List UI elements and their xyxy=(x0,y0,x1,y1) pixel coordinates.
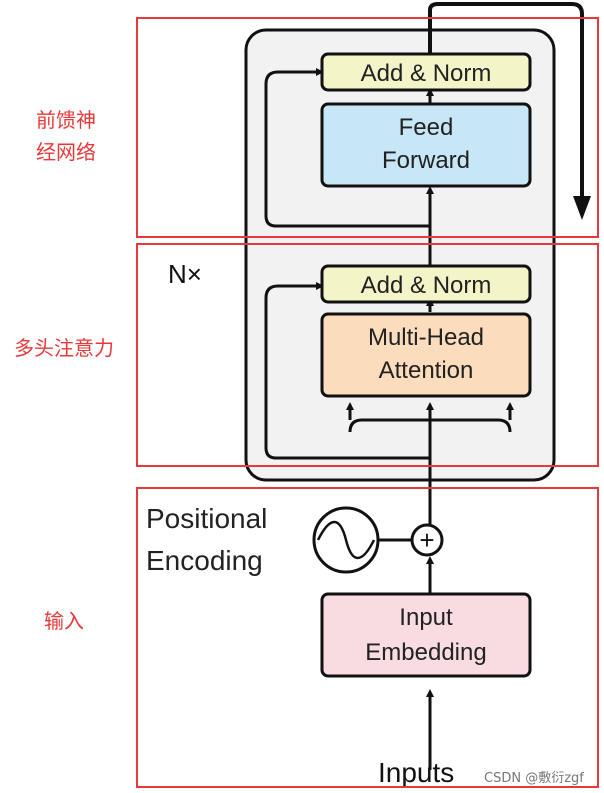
add-norm-top-box xyxy=(320,52,532,92)
multi-head-attention-text-line2: Attention xyxy=(379,357,474,384)
positional-encoding-label-line2: Encoding xyxy=(146,545,263,576)
multi-head-attention-text-line1: Multi-Head xyxy=(368,324,484,351)
add-norm-top-text: Add & Norm xyxy=(361,60,492,87)
attention-split-arrows xyxy=(348,418,512,433)
input-embedding-text-line1: Input xyxy=(399,604,453,631)
ffn-section-highlight xyxy=(136,17,599,238)
input-embedding-text-line2: Embedding xyxy=(365,639,486,666)
ffn-annotation-line1: 前馈神 xyxy=(36,108,96,132)
feed-forward-text-line1: Feed xyxy=(399,114,454,141)
add-operation-icon xyxy=(410,523,444,557)
output-loop-arrow xyxy=(428,1,584,200)
add-norm-bottom-box xyxy=(320,264,532,304)
mha-section-highlight xyxy=(136,243,599,467)
residual-connection-bottom xyxy=(264,282,430,460)
input-section-highlight xyxy=(136,487,599,788)
mha-annotation: 多头注意力 xyxy=(14,336,114,360)
feed-forward-text-line2: Forward xyxy=(382,147,470,174)
nx-label: N× xyxy=(168,259,202,289)
multi-head-attention-box xyxy=(320,312,532,398)
inputs-label: Inputs xyxy=(378,757,454,788)
feed-forward-box xyxy=(320,102,532,188)
encoder-stack-frame xyxy=(244,28,556,482)
add-operation-symbol: + xyxy=(419,525,434,555)
output-loop-arrowhead xyxy=(573,196,591,220)
residual-connection-top xyxy=(264,68,430,228)
sine-wave-icon xyxy=(316,520,376,560)
input-embedding-box xyxy=(320,592,532,678)
input-annotation: 输入 xyxy=(44,609,84,633)
add-norm-bottom-text: Add & Norm xyxy=(361,272,492,299)
positional-encoding-label-line1: Positional xyxy=(146,503,267,534)
ffn-annotation-line2: 经网络 xyxy=(36,140,96,164)
watermark-text: CSDN @敷衍zgf xyxy=(484,771,584,786)
